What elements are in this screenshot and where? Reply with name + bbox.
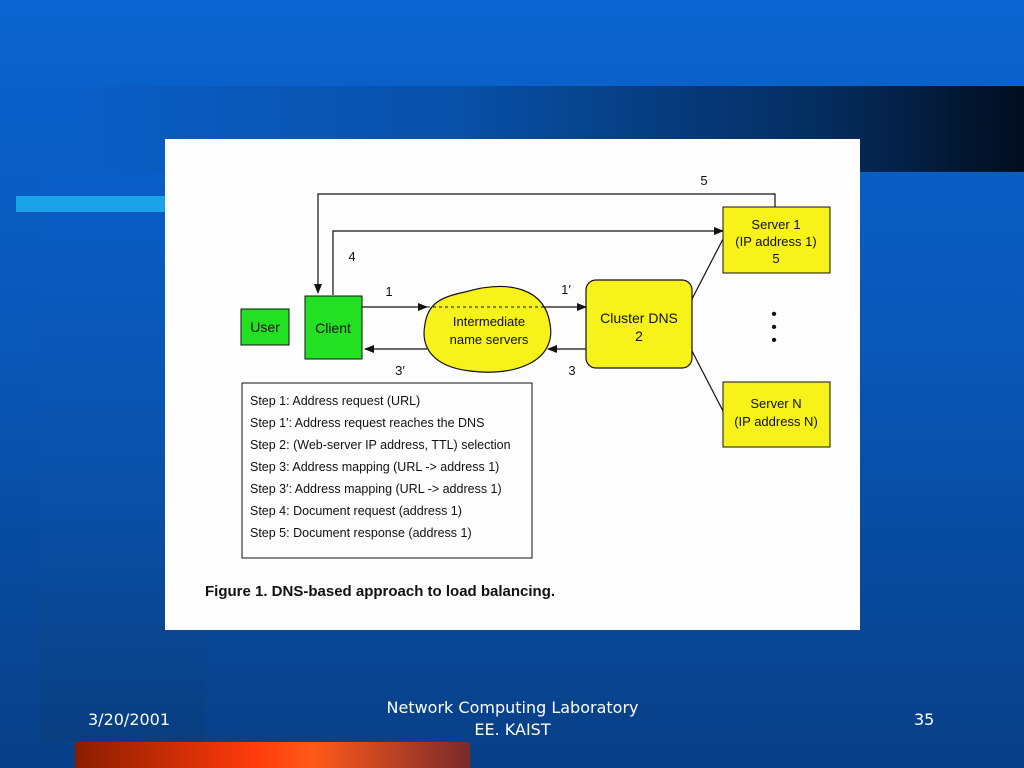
steps-box bbox=[241, 382, 533, 559]
arrow-4 bbox=[332, 227, 724, 295]
figure-caption: Figure 1. DNS-based approach to load bal… bbox=[205, 583, 555, 600]
arrow-label-3: 3 bbox=[568, 363, 575, 378]
link-cluster-serverN bbox=[691, 350, 724, 412]
arrow-label-3-prime: 3′ bbox=[395, 363, 405, 378]
cluster-dns-label-2: 2 bbox=[635, 328, 643, 344]
link-cluster-server1 bbox=[691, 238, 724, 300]
client-box bbox=[304, 295, 363, 360]
server-n-label-2: (IP address N) bbox=[734, 414, 818, 429]
intermediate-label-1: Intermediate bbox=[453, 314, 525, 329]
arrow-label-1: 1 bbox=[385, 284, 392, 299]
server-n-box bbox=[722, 381, 831, 448]
step-line: Step 4: Document request (address 1) bbox=[250, 504, 462, 518]
intermediate-name-servers-shape bbox=[423, 285, 552, 373]
step-line: Step 3: Address mapping (URL -> address … bbox=[250, 460, 499, 474]
arrow-label-4: 4 bbox=[348, 249, 355, 264]
cluster-dns-label-1: Cluster DNS bbox=[600, 310, 678, 326]
footer-lab-name: Network Computing Laboratory EE. KAIST bbox=[340, 697, 685, 741]
server-n-label-1: Server N bbox=[750, 396, 801, 411]
user-label: User bbox=[250, 319, 280, 335]
step-line: Step 5: Document response (address 1) bbox=[250, 526, 472, 540]
arrow-label-1-prime: 1′ bbox=[561, 282, 571, 297]
step-line: Step 1′: Address request reaches the DNS bbox=[250, 416, 484, 430]
server-1-box bbox=[722, 206, 831, 274]
client-label: Client bbox=[315, 320, 351, 336]
footer-page-number: 35 bbox=[914, 710, 935, 729]
footer-date: 3/20/2001 bbox=[88, 710, 171, 729]
step-line: Step 1: Address request (URL) bbox=[250, 394, 420, 408]
dns-figure: User Client Intermediate name servers Cl… bbox=[165, 139, 860, 630]
server-1-label-2: (IP address 1) bbox=[735, 234, 816, 249]
intermediate-label-2: name servers bbox=[450, 332, 529, 347]
user-box bbox=[240, 308, 290, 346]
server-1-label-1: Server 1 bbox=[751, 217, 800, 232]
arrow-5 bbox=[314, 193, 776, 294]
servers-ellipsis: ••• bbox=[771, 306, 777, 349]
footer-lab-line-2: EE. KAIST bbox=[474, 720, 551, 739]
server-1-label-3: 5 bbox=[772, 251, 779, 266]
arrow-label-5: 5 bbox=[700, 173, 707, 188]
step-line: Step 3′: Address mapping (URL -> address… bbox=[250, 482, 502, 496]
cyan-accent-bar bbox=[16, 196, 166, 212]
orange-accent-bar bbox=[75, 742, 470, 768]
dns-diagram: User Client Intermediate name servers Cl… bbox=[205, 173, 831, 600]
cluster-dns-box bbox=[585, 279, 693, 369]
step-line: Step 2: (Web-server IP address, TTL) sel… bbox=[250, 438, 511, 452]
steps-list: Step 1: Address request (URL) Step 1′: Ad… bbox=[250, 394, 511, 540]
footer-lab-line-1: Network Computing Laboratory bbox=[386, 698, 639, 717]
